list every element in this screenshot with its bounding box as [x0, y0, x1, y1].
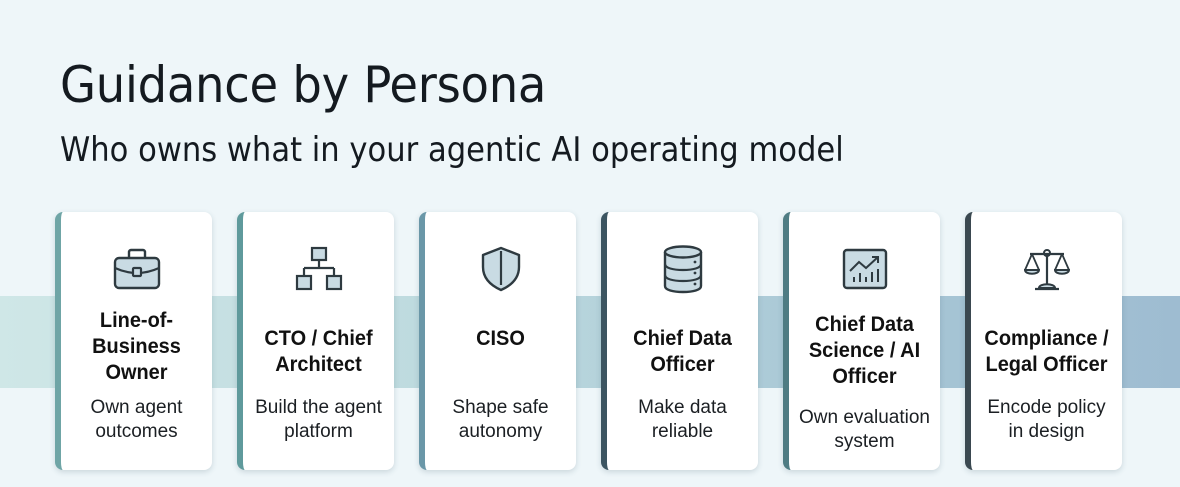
database-icon [657, 245, 709, 294]
persona-description: Shape safe autonomy [452, 397, 549, 442]
page-title: Guidance by Persona [60, 56, 547, 114]
persona-description: Encode policy in design [987, 397, 1106, 442]
page-subtitle: Who owns what in your agentic AI operati… [60, 130, 844, 170]
persona-card-cdo: Chief Data Officer Make data reliable [601, 212, 758, 470]
persona-card-ciso: CISO Shape safe autonomy [419, 212, 576, 470]
hierarchy-icon [293, 246, 345, 292]
persona-role: CISO [476, 327, 525, 350]
persona-card-compliance: Compliance / Legal Officer Encode policy… [965, 212, 1122, 470]
persona-role: Line-of- Business Owner [92, 309, 181, 384]
persona-description: Own evaluation system [799, 407, 930, 452]
persona-card-lob-owner: Line-of- Business Owner Own agent outcom… [55, 212, 212, 470]
analytics-chart-icon [839, 246, 891, 292]
persona-cards: Line-of- Business Owner Own agent outcom… [55, 212, 1125, 472]
persona-role: Chief Data Officer [633, 327, 732, 376]
persona-description: Own agent outcomes [90, 397, 183, 442]
persona-card-cdao: Chief Data Science / AI Officer Own eval… [783, 212, 940, 470]
persona-role: Chief Data Science / AI Officer [808, 313, 921, 388]
persona-card-cto: CTO / Chief Architect Build the agent pl… [237, 212, 394, 470]
persona-role: Compliance / Legal Officer [984, 327, 1109, 376]
persona-role: CTO / Chief Architect [264, 327, 373, 376]
persona-description: Make data reliable [638, 397, 727, 442]
scales-of-justice-icon [1021, 246, 1073, 292]
persona-description: Build the agent platform [255, 397, 382, 442]
briefcase-icon [111, 246, 163, 292]
shield-icon [475, 246, 527, 292]
